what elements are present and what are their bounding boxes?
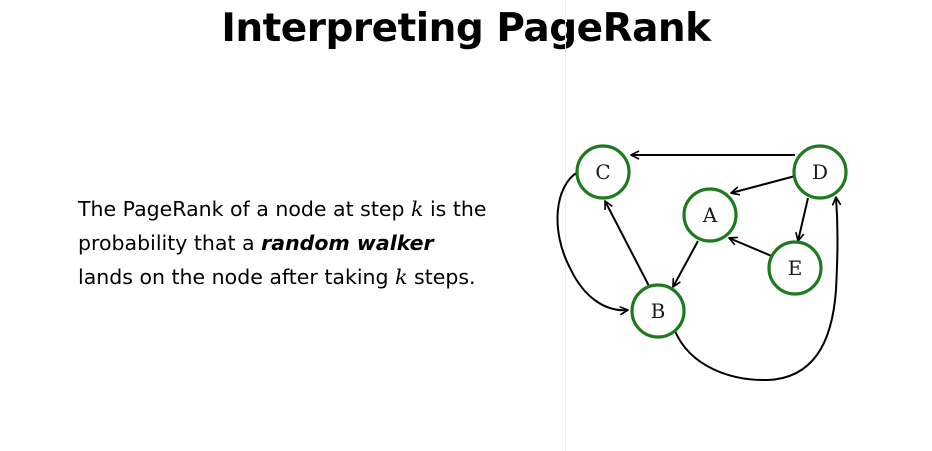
edge-d-to-e: [795, 197, 809, 242]
node-d-circle: [792, 144, 848, 200]
node-e-circle: [767, 240, 823, 296]
edge-c-to-b: [556, 171, 629, 316]
node-c-circle: [575, 144, 631, 200]
text-line1-pre: The PageRank of a node at step: [78, 197, 412, 221]
node-e-label: E: [788, 256, 803, 280]
edge-d-to-a: [730, 174, 800, 196]
node-d: D: [792, 144, 848, 200]
edge-b-to-d: [674, 196, 842, 382]
node-b-label: B: [651, 299, 666, 323]
node-c-label: C: [595, 160, 610, 184]
node-a-circle: [682, 187, 738, 243]
node-a-label: A: [702, 203, 718, 227]
slide-edge-line: [565, 0, 566, 451]
text-line3-post: steps.: [407, 265, 476, 289]
node-b-circle: [630, 283, 686, 339]
node-c: C: [575, 144, 631, 200]
text-random-walker: random walker: [261, 231, 434, 255]
node-b: B: [630, 283, 686, 339]
text-var-k-2: k: [395, 265, 408, 289]
text-line1-post: is the: [423, 197, 487, 221]
slide-body-text: The PageRank of a node at step k is the p…: [78, 192, 528, 294]
node-d-label: D: [812, 160, 828, 184]
slide-title: Interpreting PageRank: [221, 6, 711, 51]
edge-e-to-a: [728, 236, 775, 258]
text-line3-pre: lands on the node after taking: [78, 265, 396, 289]
edge-a-to-b: [672, 240, 699, 288]
edge-b-to-c: [604, 200, 650, 287]
node-a: A: [682, 187, 738, 243]
node-e: E: [767, 240, 823, 296]
text-line2-pre: probability that a: [78, 231, 262, 255]
text-var-k-1: k: [411, 197, 424, 221]
